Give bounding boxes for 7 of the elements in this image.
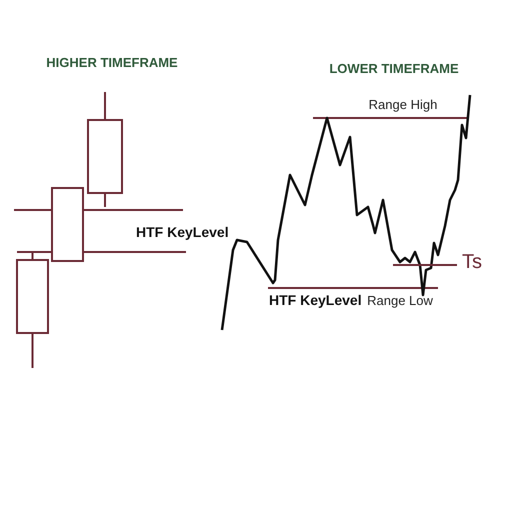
level-label: HTF KeyLevel	[136, 225, 229, 239]
level-label: Range Low	[367, 294, 433, 306]
handwritten-note: Ts	[462, 252, 482, 272]
level-label: Range High	[368, 98, 438, 110]
level-label: HTF KeyLevel	[269, 293, 362, 307]
timeframe-heading: HIGHER TIMEFRAME	[46, 56, 178, 68]
timeframe-heading: LOWER TIMEFRAME	[329, 62, 459, 74]
